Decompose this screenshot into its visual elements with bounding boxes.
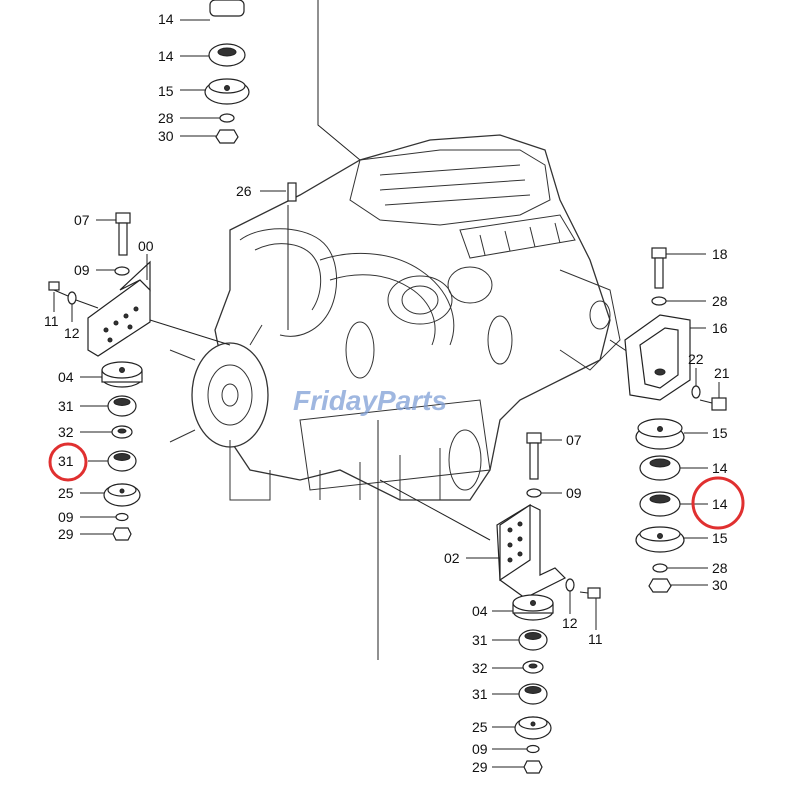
- washer-part: [219, 113, 235, 123]
- nut-part: [112, 527, 132, 541]
- callout-15: 15: [158, 83, 174, 99]
- callout-04: 04: [58, 369, 74, 385]
- front-bracket-part: [87, 279, 151, 357]
- bolt-shank-part: [118, 222, 128, 256]
- watermark-text: FridayParts: [293, 385, 447, 416]
- bolt-head-part: [587, 587, 601, 599]
- callout-14: 14: [158, 48, 174, 64]
- callout-28: 28: [158, 110, 174, 126]
- callout-04: 04: [472, 603, 488, 619]
- washer-part: [652, 563, 668, 573]
- callout-02: 02: [444, 550, 460, 566]
- washer-part: [565, 578, 575, 592]
- callout-07: 07: [74, 212, 90, 228]
- left-front-mount-stack: 07 00 09 11 12 04 31 32 31 25 09 29: [44, 212, 154, 542]
- callout-32: 32: [58, 424, 74, 440]
- callout-29: 29: [58, 526, 74, 542]
- callout-15: 15: [712, 530, 728, 546]
- callout-21: 21: [714, 365, 730, 381]
- callout-30: 30: [158, 128, 174, 144]
- callout-09: 09: [74, 262, 90, 278]
- callout-31: 31: [472, 686, 488, 702]
- highlight-circle: [48, 442, 88, 482]
- callout-14: 14: [712, 460, 728, 476]
- callout-16: 16: [712, 320, 728, 336]
- callout-29: 29: [472, 759, 488, 775]
- callout-14: 14: [158, 11, 174, 27]
- callout-14-highlighted: 14: [712, 496, 728, 512]
- sensor-26-group: 26: [236, 182, 297, 202]
- rubber-cushion-part: [209, 0, 245, 17]
- washer-part: [67, 291, 77, 305]
- callout-22: 22: [688, 351, 704, 367]
- callout-09: 09: [58, 509, 74, 525]
- callout-09: 09: [472, 741, 488, 757]
- right-rear-mount-stack: 18 28 16 22 21 15 14 14 15 28 30: [624, 246, 745, 593]
- sensor-part: [287, 182, 297, 202]
- washer-part: [114, 266, 130, 276]
- callout-18: 18: [712, 246, 728, 262]
- bolt-head-part: [711, 397, 727, 411]
- callout-09: 09: [566, 485, 582, 501]
- callout-12: 12: [562, 615, 578, 631]
- nut-part: [648, 578, 672, 593]
- callout-07: 07: [566, 432, 582, 448]
- bolt-head-part: [526, 432, 542, 444]
- top-left-mount-stack: 14 14 15 28 30: [158, 0, 250, 144]
- callout-00: 00: [138, 238, 154, 254]
- callout-28: 28: [712, 293, 728, 309]
- callout-11: 11: [588, 631, 603, 647]
- callout-12: 12: [64, 325, 80, 341]
- highlight-circle: [691, 476, 745, 530]
- callout-11: 11: [44, 313, 59, 329]
- bolt-head-part: [115, 212, 131, 224]
- bolt-head-part: [651, 247, 667, 259]
- callout-28: 28: [712, 560, 728, 576]
- callout-31: 31: [472, 632, 488, 648]
- nut-part: [523, 760, 543, 774]
- washer-part: [526, 488, 542, 498]
- callout-25: 25: [58, 485, 74, 501]
- callout-15: 15: [712, 425, 728, 441]
- bolt-head-part: [48, 281, 60, 291]
- callout-31-highlighted: 31: [58, 453, 74, 469]
- washer-part: [526, 744, 540, 754]
- washer-part: [115, 512, 129, 522]
- callout-25: 25: [472, 719, 488, 735]
- washer-part: [691, 385, 701, 399]
- engine-block-drawing: [149, 0, 641, 660]
- middle-mount-stack: 07 09 02 04 12 11 31 32 31 25 09 29: [444, 432, 603, 775]
- bolt-shank-part: [654, 257, 664, 289]
- washer-part: [651, 296, 667, 306]
- callout-32: 32: [472, 660, 488, 676]
- callout-30: 30: [712, 577, 728, 593]
- callout-31: 31: [58, 398, 74, 414]
- bolt-shank-part: [529, 442, 539, 480]
- nut-part: [215, 129, 239, 144]
- callout-26: 26: [236, 183, 252, 199]
